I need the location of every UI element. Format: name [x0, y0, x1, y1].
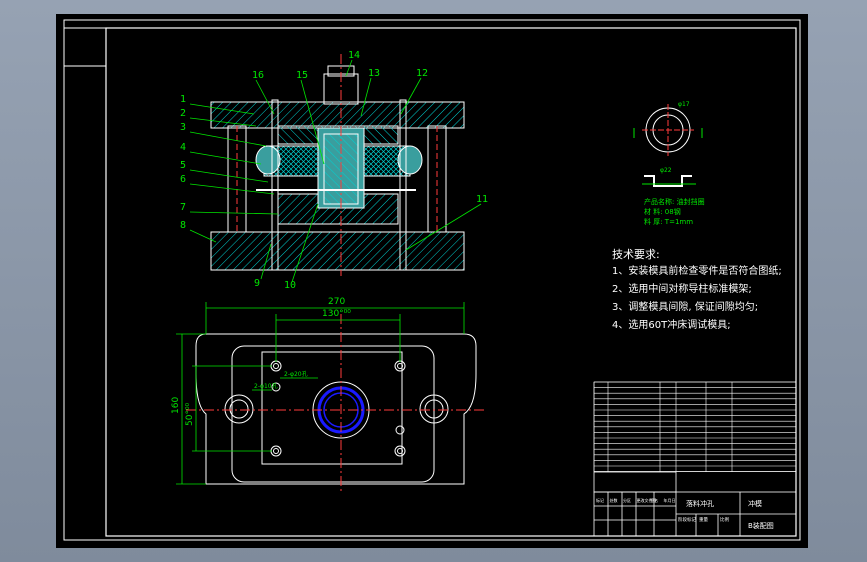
tech-req-item: 3、调整模具间隙, 保证间隙均匀; — [612, 300, 758, 313]
part-number-5: 5 — [180, 160, 186, 171]
part-number-3: 3 — [180, 122, 186, 133]
title-block-header: 分区 — [623, 497, 631, 503]
product-info-line: 料 厚: T=1mm — [644, 217, 693, 226]
dim-hole-note-b: 2-φ10孔 — [254, 382, 278, 390]
dim-guide-vertical: 50°⁰⁰ — [185, 402, 195, 426]
drawing-name: 落料冲孔 — [686, 499, 714, 508]
tech-req-item: 2、选用中间对称导柱标准模架; — [612, 282, 752, 295]
product-info-line: 材 料: 08钢 — [644, 207, 681, 216]
tech-req-title: 技术要求: — [612, 248, 660, 261]
part-number-6: 6 — [180, 174, 186, 185]
dim-overall-width: 270 — [328, 297, 345, 307]
product-size-label: φ22 — [660, 167, 672, 174]
title-block-header: 年月日 — [664, 497, 676, 503]
title-block-header: 更改文件号 — [637, 497, 657, 503]
drawing-code-bottom: B装配图 — [748, 521, 774, 530]
title-block-header: 标记 — [596, 497, 604, 503]
section-view — [210, 54, 465, 276]
title-block — [593, 471, 797, 537]
tech-requirements: 技术要求: 1、安装模具前检查零件是否符合图纸; 2、选用中间对称导柱标准模架; 3… — [612, 248, 782, 331]
dimension-lines — [176, 302, 465, 485]
leader-lines — [189, 59, 482, 283]
title-block-header: 比例 — [720, 516, 729, 523]
part-number-11: 11 — [476, 194, 488, 205]
part-number-7: 7 — [180, 202, 186, 213]
title-block-header: 阶段标记 — [678, 516, 696, 523]
title-block-header: 重量 — [699, 516, 708, 523]
part-number-14: 14 — [348, 50, 360, 61]
product-dia-label: φ17 — [678, 101, 690, 108]
parts-list — [593, 381, 797, 472]
plan-view — [186, 314, 486, 494]
part-number-10: 10 — [284, 280, 296, 291]
product-info-line: 产品名称: 油封挡圈 — [644, 197, 705, 206]
dim-guide-spacing: 130°⁰⁰ — [322, 309, 351, 319]
title-block-header: 签名 — [650, 497, 658, 503]
drawing-code-top: 冲模 — [748, 499, 762, 508]
part-number-1: 1 — [180, 94, 186, 105]
title-block-header: 处数 — [610, 497, 618, 503]
part-number-15: 15 — [296, 70, 308, 81]
part-number-13: 13 — [368, 68, 380, 79]
part-number-16: 16 — [252, 70, 264, 81]
part-number-9: 9 — [254, 278, 260, 289]
part-number-8: 8 — [180, 220, 186, 231]
dim-hole-note-a: 2-φ20孔 — [284, 370, 308, 378]
tech-req-item: 4、选用60T冲床调试模具; — [612, 318, 731, 331]
dimension-texts: 270 130°⁰⁰ 160 50°⁰⁰ 2-φ20孔 2-φ10孔 — [171, 297, 351, 426]
dim-overall-height: 160 — [171, 397, 181, 414]
sheet-frame — [63, 19, 801, 541]
part-number-2: 2 — [180, 108, 186, 119]
tech-req-item: 1、安装模具前检查零件是否符合图纸; — [612, 264, 782, 277]
part-number-4: 4 — [180, 142, 186, 153]
title-block-text: 落料冲孔 冲模 B装配图 标记处数分区更改文件号签名年月日 阶段标记重量 比例 — [596, 497, 774, 530]
part-number-12: 12 — [416, 68, 428, 79]
